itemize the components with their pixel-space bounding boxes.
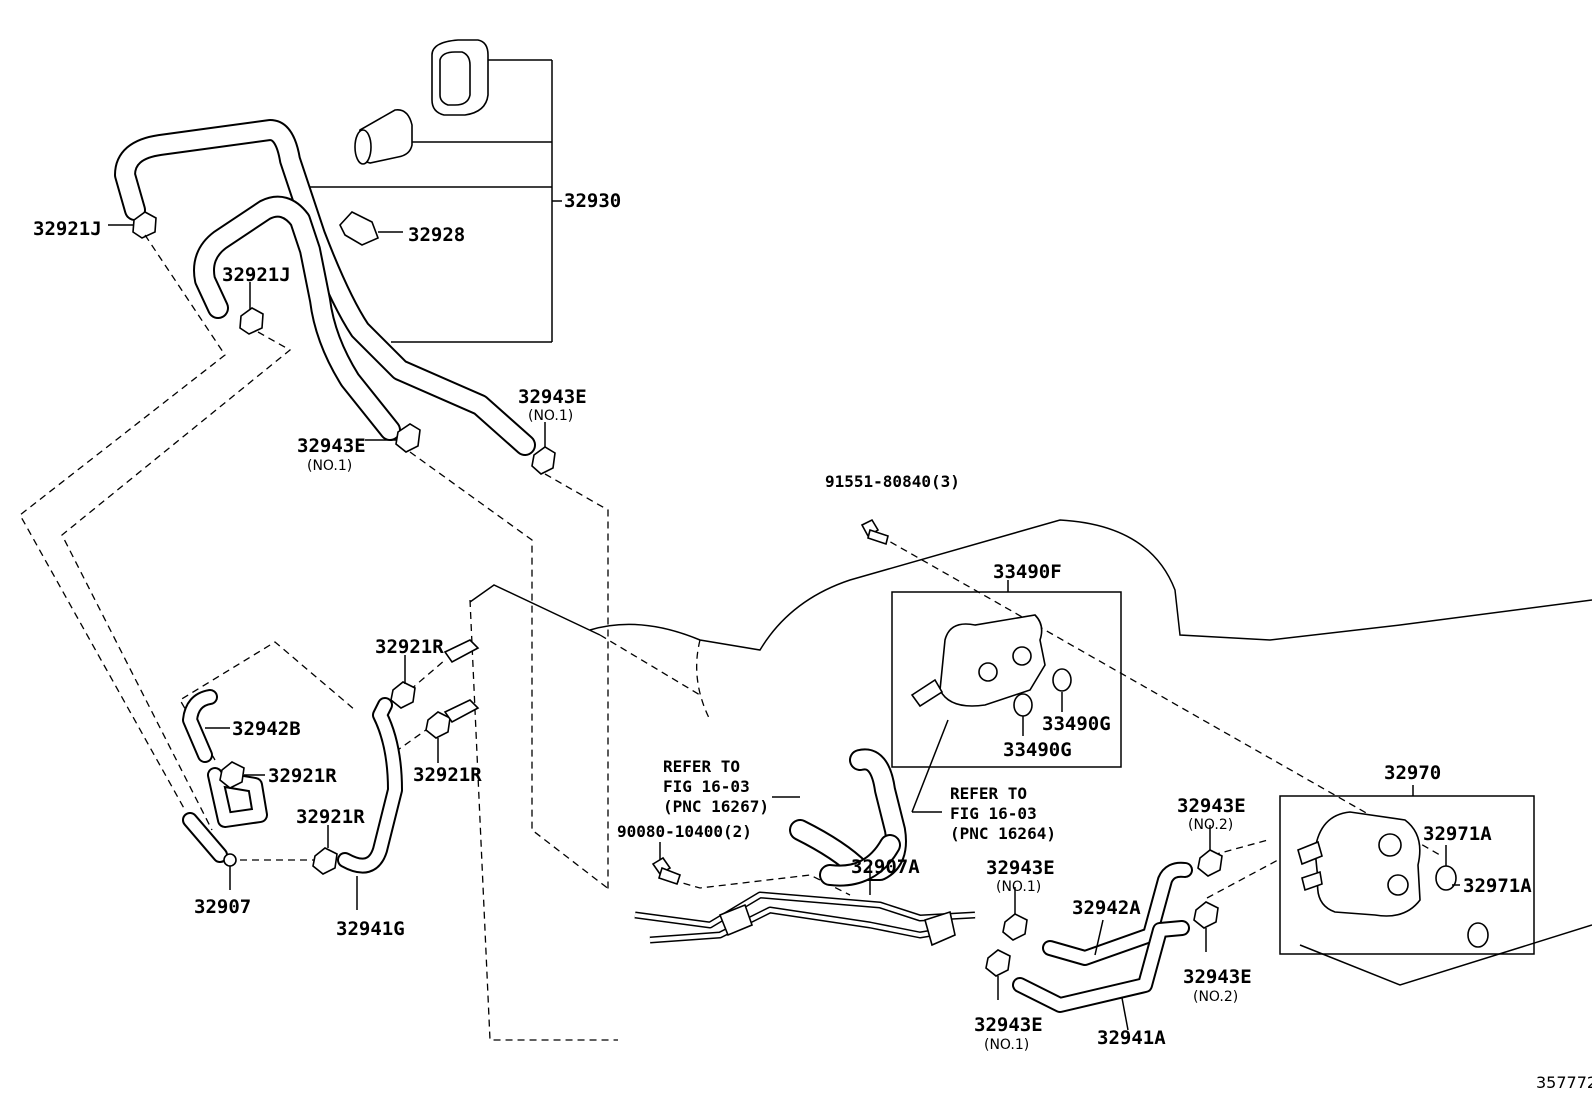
box-33490F xyxy=(891,580,1122,768)
label-32942A: 32942A xyxy=(1072,897,1141,919)
clip-32921J-b xyxy=(239,282,264,335)
bolt-90080 xyxy=(651,842,681,886)
label-32943E-e: 32943E xyxy=(1177,795,1246,817)
diagram-id: 357772 xyxy=(1536,1073,1592,1092)
clip-32921R-b xyxy=(425,711,451,763)
label-32943E-b: 32943E xyxy=(518,386,587,408)
note-32943E-a: (NO.1) xyxy=(307,458,352,474)
clip-32921J-a xyxy=(108,211,157,239)
label-32942B: 32942B xyxy=(232,718,301,740)
clip-32943E-c xyxy=(1002,887,1028,941)
label-32971A-b: 32971A xyxy=(1463,875,1532,897)
hose-32941A xyxy=(1012,920,1190,1031)
label-32921R-a: 32921R xyxy=(375,636,444,658)
bolt-91551 xyxy=(860,518,889,546)
clip-32921R-d xyxy=(312,825,338,875)
label-32921J-a: 32921J xyxy=(33,218,102,240)
refer-left-line-1: REFER TO xyxy=(663,757,740,776)
pipe-32907A xyxy=(634,865,976,947)
label-32970: 32970 xyxy=(1384,762,1441,784)
clip-32943E-e xyxy=(1197,825,1223,877)
clip-32921R-a xyxy=(390,655,416,709)
hose-32942A xyxy=(1042,861,1193,966)
label-32930: 32930 xyxy=(564,190,621,212)
cooler-hoses xyxy=(772,719,949,887)
refer-right-line-3: (PNC 16264) xyxy=(950,824,1056,843)
label-33490G-a: 33490G xyxy=(1042,713,1111,735)
clamp-32928 xyxy=(339,211,403,246)
clip-32943E-a xyxy=(365,423,421,453)
label-32943E-f: 32943E xyxy=(1183,966,1252,988)
clip-32943E-d xyxy=(985,949,1011,1000)
label-32971A-a: 32971A xyxy=(1423,823,1492,845)
note-32943E-d: (NO.1) xyxy=(984,1037,1029,1053)
heater-hose-upper xyxy=(114,119,536,456)
refer-right-line-2: FIG 16-03 xyxy=(950,804,1037,823)
refer-right-line-1: REFER TO xyxy=(950,784,1027,803)
label-32921J-b: 32921J xyxy=(222,264,291,286)
label-32943E-a: 32943E xyxy=(297,435,366,457)
label-33490F: 33490F xyxy=(993,561,1062,583)
box-32970 xyxy=(1279,785,1535,955)
bracket-32930 xyxy=(305,59,562,343)
label-32943E-d: 32943E xyxy=(974,1014,1043,1036)
refer-left-line-3: (PNC 16267) xyxy=(663,797,769,816)
clip-32921R-c xyxy=(219,761,265,789)
label-32907A: 32907A xyxy=(851,856,920,878)
label-90080: 90080-10400(2) xyxy=(617,822,752,841)
pipe-stubs xyxy=(443,639,480,724)
label-32907: 32907 xyxy=(194,896,251,918)
label-32921R-d: 32921R xyxy=(296,806,365,828)
clip-32943E-f xyxy=(1193,901,1219,952)
label-32941A: 32941A xyxy=(1097,1027,1166,1049)
insulator-sleeves xyxy=(354,39,489,165)
pipe-32907 xyxy=(182,767,268,890)
note-32943E-c: (NO.1) xyxy=(996,879,1041,895)
label-33490G-b: 33490G xyxy=(1003,739,1072,761)
dashed-leaders xyxy=(19,234,1441,899)
note-32943E-e: (NO.2) xyxy=(1188,817,1233,833)
refer-left-line-2: FIG 16-03 xyxy=(663,777,750,796)
hose-32941G xyxy=(337,697,403,910)
hose-32942B xyxy=(182,689,230,763)
label-32943E-c: 32943E xyxy=(986,857,1055,879)
note-32943E-b: (NO.1) xyxy=(528,408,573,424)
label-32941G: 32941G xyxy=(336,918,405,940)
transmission-outline xyxy=(469,519,1592,1041)
label-32921R-c: 32921R xyxy=(268,765,337,787)
note-32943E-f: (NO.2) xyxy=(1193,989,1238,1005)
label-91551: 91551-80840(3) xyxy=(825,472,960,491)
label-32921R-b: 32921R xyxy=(413,764,482,786)
label-32928: 32928 xyxy=(408,224,465,246)
clip-32943E-b xyxy=(531,422,556,475)
